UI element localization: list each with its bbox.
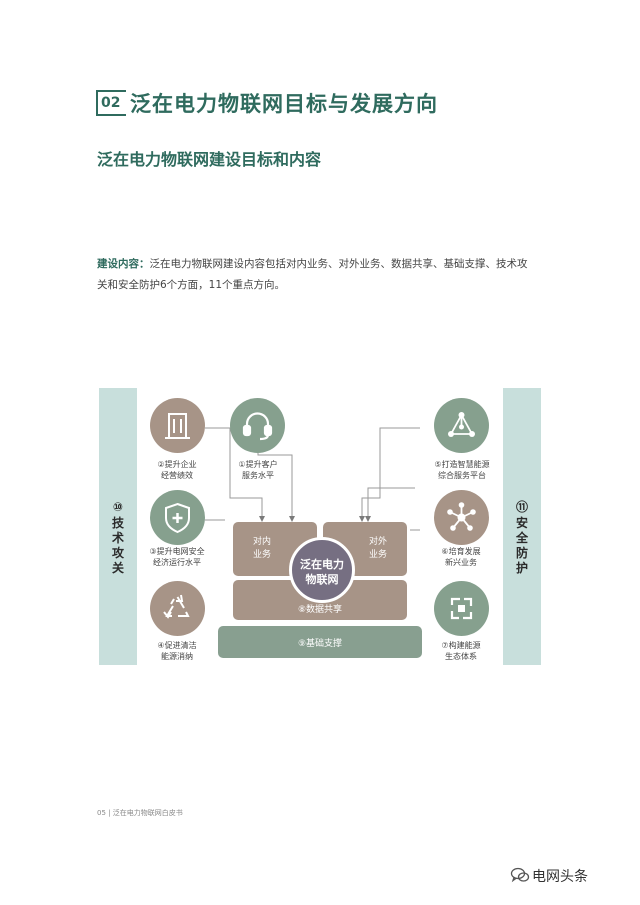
section-number-box: 02 [96, 90, 126, 116]
right-bar-char: 全 [515, 531, 528, 545]
label-ecosystem: ⑦构建能源 生态体系 [441, 641, 481, 661]
section-number: 02 [101, 95, 121, 111]
watermark: 电网头条 [532, 869, 588, 885]
right-bar-char: 防 [515, 546, 528, 560]
right-bar-number: ⑪ [515, 500, 528, 514]
left-bar-char: 技 [111, 516, 124, 530]
label-emerging: ⑥培育发展 新兴业务 [441, 547, 481, 567]
wechat-icon [510, 867, 530, 883]
headset-icon [230, 398, 285, 453]
foundation-block: ⑨基础支撑 [218, 626, 422, 658]
label-smart: ⑤打造智慧能源 综合服务平台 [434, 460, 490, 480]
subtitle: 泛在电力物联网建设目标和内容 [97, 150, 322, 169]
hub-icon [434, 490, 489, 545]
label-enterprise: ②提升企业 经营绩效 [157, 460, 197, 480]
intro-paragraph: 建设内容：泛在电力物联网建设内容包括对内业务、对外业务、数据共享、基础支撑、技术… [97, 254, 549, 296]
left-bar-char: 关 [111, 561, 124, 575]
label-customer: ①提升客户 服务水平 [238, 460, 278, 480]
right-bar-char: 护 [515, 561, 528, 575]
left-bar-char: 术 [111, 531, 124, 545]
tech-breakthrough-bar: ⑩ 技 术 攻 关 [99, 388, 137, 665]
cycle-arrows-icon [434, 581, 489, 636]
label-clean: ④促进清洁 能源消纳 [157, 641, 197, 661]
paragraph-line-1: 泛在电力物联网建设内容包括对内业务、对外业务、数据共享、基础支撑、技术攻 [149, 258, 528, 270]
core-ubiquitous-iot: 泛在电力 物联网 [289, 537, 355, 603]
left-bar-char: 攻 [111, 546, 124, 560]
shield-plus-icon [150, 490, 205, 545]
label-safety: ③提升电网安全 经济运行水平 [149, 547, 205, 567]
left-bar-number: ⑩ [112, 500, 124, 514]
security-protection-bar: ⑪ 安 全 防 护 [503, 388, 541, 665]
paragraph-line-2: 关和安全防护6个方面，11个重点方向。 [97, 279, 286, 291]
network-nodes-icon [434, 398, 489, 453]
recycle-icon [150, 581, 205, 636]
paragraph-lead: 建设内容： [97, 258, 150, 270]
page-footer: 05 | 泛在电力物联网白皮书 [97, 809, 183, 817]
section-title: 泛在电力物联网目标与发展方向 [130, 92, 438, 116]
right-bar-char: 安 [515, 516, 528, 530]
building-icon [150, 398, 205, 453]
